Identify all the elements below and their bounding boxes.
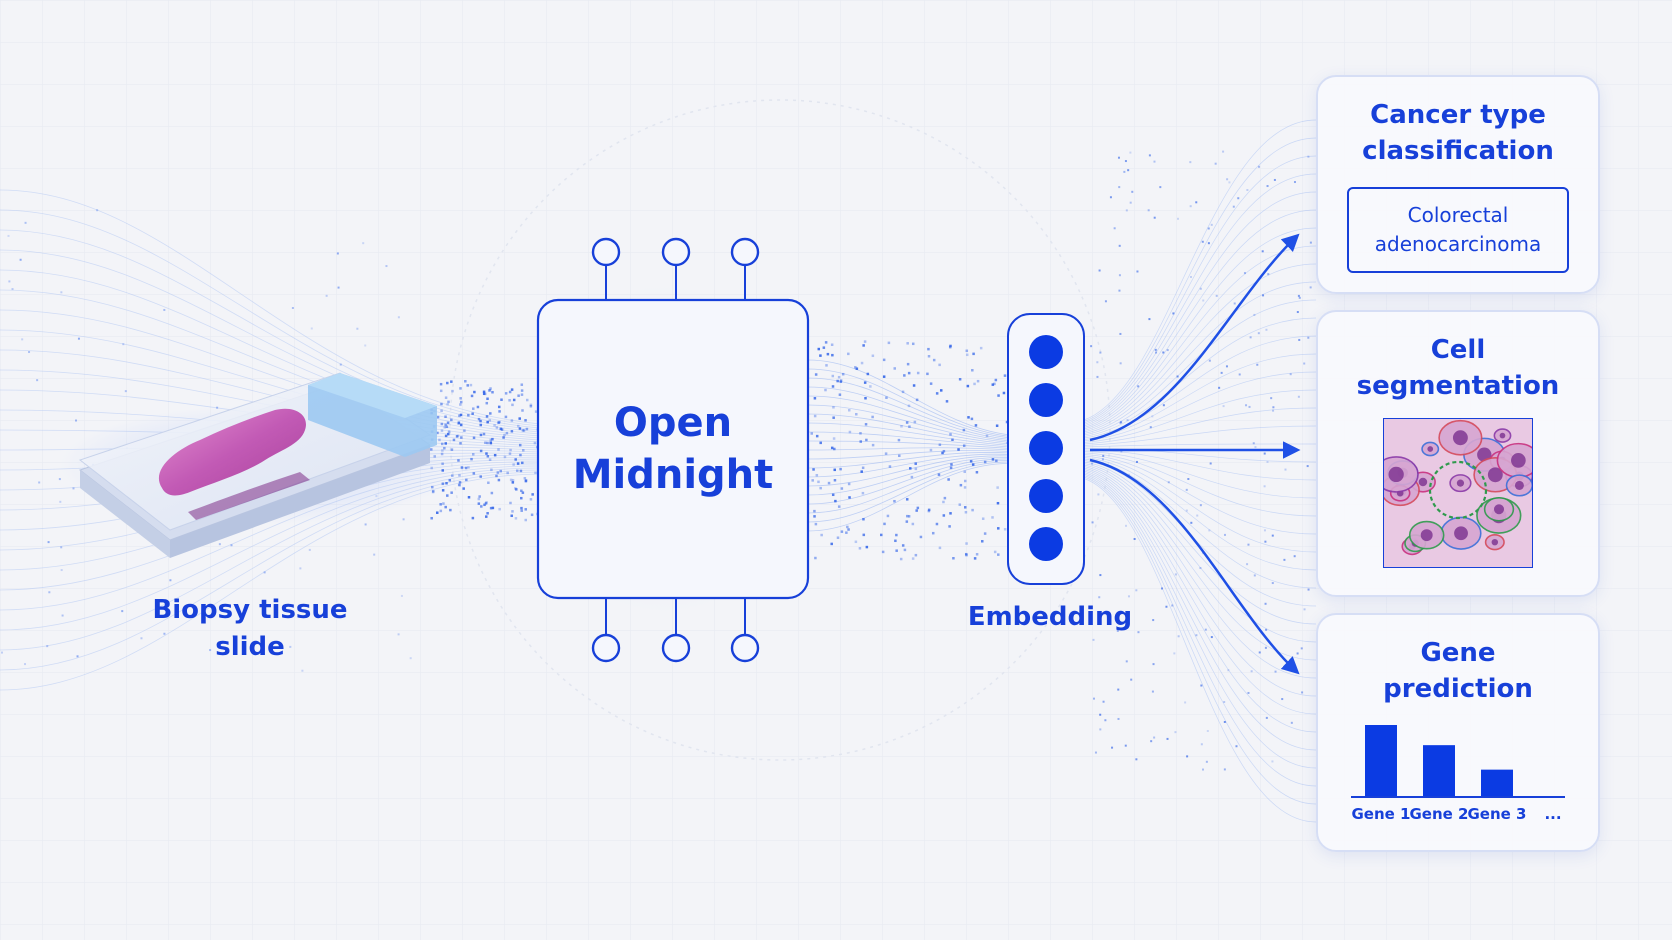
tissue-slide	[60, 372, 460, 558]
gene-tick-label: Gene 3	[1468, 805, 1527, 823]
chip-pins-top	[591, 237, 760, 300]
gene-ellipsis: ...	[1544, 805, 1561, 823]
embedding-vector	[1007, 313, 1085, 585]
segmentation-title: Cell segmentation	[1318, 332, 1598, 404]
task-card-segmentation: Cell segmentation	[1316, 310, 1600, 597]
arrow-to-classification	[1089, 233, 1300, 442]
model-name: Open Midnight	[538, 300, 808, 598]
task-card-classification: Cancer type classification Colorectal ad…	[1316, 75, 1600, 294]
segmentation-title-line2: segmentation	[1356, 371, 1560, 401]
gene-title-line2: prediction	[1383, 674, 1533, 704]
background-orbit	[449, 99, 1111, 761]
gene-tick-label: Gene 1	[1352, 805, 1411, 823]
classification-title-line1: Cancer type	[1370, 100, 1546, 130]
segmentation-title-line1: Cell	[1430, 335, 1486, 365]
chip-pins-bottom	[591, 598, 760, 663]
gene-title-line1: Gene	[1420, 638, 1496, 668]
tissue-sample	[158, 408, 306, 496]
gene-bar	[1365, 725, 1397, 797]
embedding-label: Embedding	[967, 602, 1133, 632]
model-chip	[520, 237, 810, 663]
slide-label: Biopsy tissue slide	[120, 592, 380, 666]
classification-title-line2: classification	[1362, 136, 1554, 166]
gene-title: Gene prediction	[1318, 635, 1598, 707]
model-name-line1: Open	[613, 400, 733, 446]
slide-label-line1: Biopsy tissue	[152, 595, 348, 625]
slide-label-line2: slide	[215, 632, 285, 662]
classification-title: Cancer type classification	[1318, 97, 1598, 169]
segmentation-image	[1383, 418, 1533, 568]
gene-bar	[1423, 745, 1455, 797]
gene-tick-label: Gene 2	[1410, 805, 1469, 823]
gene-bar	[1481, 769, 1513, 797]
classification-result-line2: adenocarcinoma	[1374, 232, 1542, 256]
classification-result-line1: Colorectal	[1407, 203, 1509, 227]
model-name-line2: Midnight	[572, 452, 774, 498]
arrow-to-gene-prediction	[1089, 458, 1300, 675]
classification-result: Colorectal adenocarcinoma	[1347, 187, 1569, 273]
